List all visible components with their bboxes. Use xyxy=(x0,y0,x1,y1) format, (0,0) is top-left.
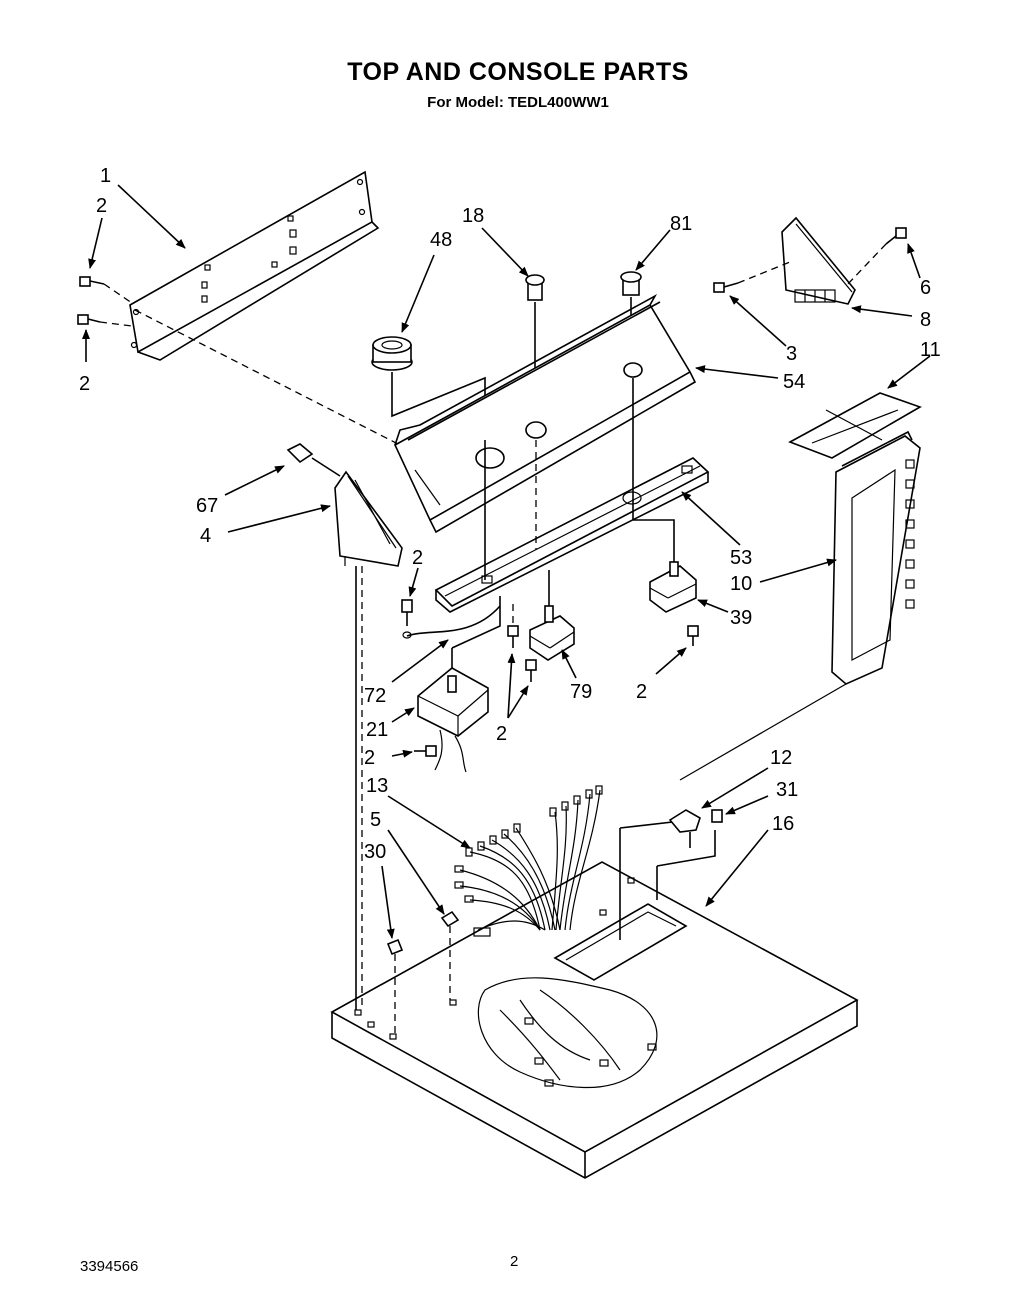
callout-16: 16 xyxy=(772,813,794,835)
wiring-harness-part xyxy=(454,785,603,937)
console-panel-part xyxy=(393,293,697,534)
model-subtitle: For Model: TEDL400WW1 xyxy=(427,94,609,111)
callout-2: 2 xyxy=(79,373,90,395)
callout-1: 1 xyxy=(100,165,111,187)
document-number: 3394566 xyxy=(80,1258,139,1275)
thermostat-part xyxy=(668,809,701,848)
callout-81: 81 xyxy=(670,213,692,235)
screw-part xyxy=(687,625,699,646)
screw-part xyxy=(401,599,413,639)
wire-tie-part xyxy=(386,938,404,956)
callout-48: 48 xyxy=(430,229,452,251)
callout-3: 3 xyxy=(786,343,797,365)
callout-53: 53 xyxy=(730,547,752,569)
screw-part xyxy=(77,276,105,325)
console-rail-part xyxy=(434,457,710,613)
callout-2: 2 xyxy=(412,547,423,569)
lid-part xyxy=(788,392,922,459)
callout-12: 12 xyxy=(770,747,792,769)
callout-72: 72 xyxy=(364,685,386,707)
callout-leader-lines xyxy=(82,184,931,939)
callout-39: 39 xyxy=(730,607,752,629)
screw-part xyxy=(713,282,739,293)
button-part xyxy=(620,271,642,296)
knob-part xyxy=(371,336,413,371)
callout-79: 79 xyxy=(570,681,592,703)
callout-8: 8 xyxy=(920,309,931,331)
button-part xyxy=(525,274,545,301)
screw-part xyxy=(414,745,437,757)
callout-2: 2 xyxy=(636,681,647,703)
callout-11: 11 xyxy=(920,339,941,361)
selector-switch-part xyxy=(649,561,697,613)
page-number: 2 xyxy=(510,1253,519,1270)
rear-console-bracket-part xyxy=(129,170,380,361)
switch-part xyxy=(529,605,575,661)
screw-part xyxy=(507,625,537,682)
callout-4: 4 xyxy=(200,525,211,547)
callout-18: 18 xyxy=(462,205,484,227)
callout-21: 21 xyxy=(366,719,388,741)
callout-31: 13 xyxy=(366,775,388,797)
cabinet-top-part xyxy=(330,861,859,1179)
door-panel-part xyxy=(831,430,921,685)
callout-2: 2 xyxy=(364,747,375,769)
callout-6: 6 xyxy=(920,277,931,299)
page-title: TOP AND CONSOLE PARTS xyxy=(347,58,689,86)
callout-5: 5 xyxy=(370,809,381,831)
screw-part xyxy=(885,227,907,245)
callout-2: 2 xyxy=(96,195,107,217)
callout-13: 31 xyxy=(776,779,798,801)
end-cap-clip-part xyxy=(286,443,314,464)
end-cap-part xyxy=(334,470,403,567)
callout-54: 54 xyxy=(783,371,805,393)
callout-10: 10 xyxy=(730,573,752,595)
callout-67: 67 xyxy=(196,495,218,517)
wire-clip-part xyxy=(440,910,460,928)
bracket-part xyxy=(781,216,856,305)
callout-2: 2 xyxy=(496,723,507,745)
screw-part xyxy=(711,809,723,823)
callout-30: 30 xyxy=(364,841,386,863)
